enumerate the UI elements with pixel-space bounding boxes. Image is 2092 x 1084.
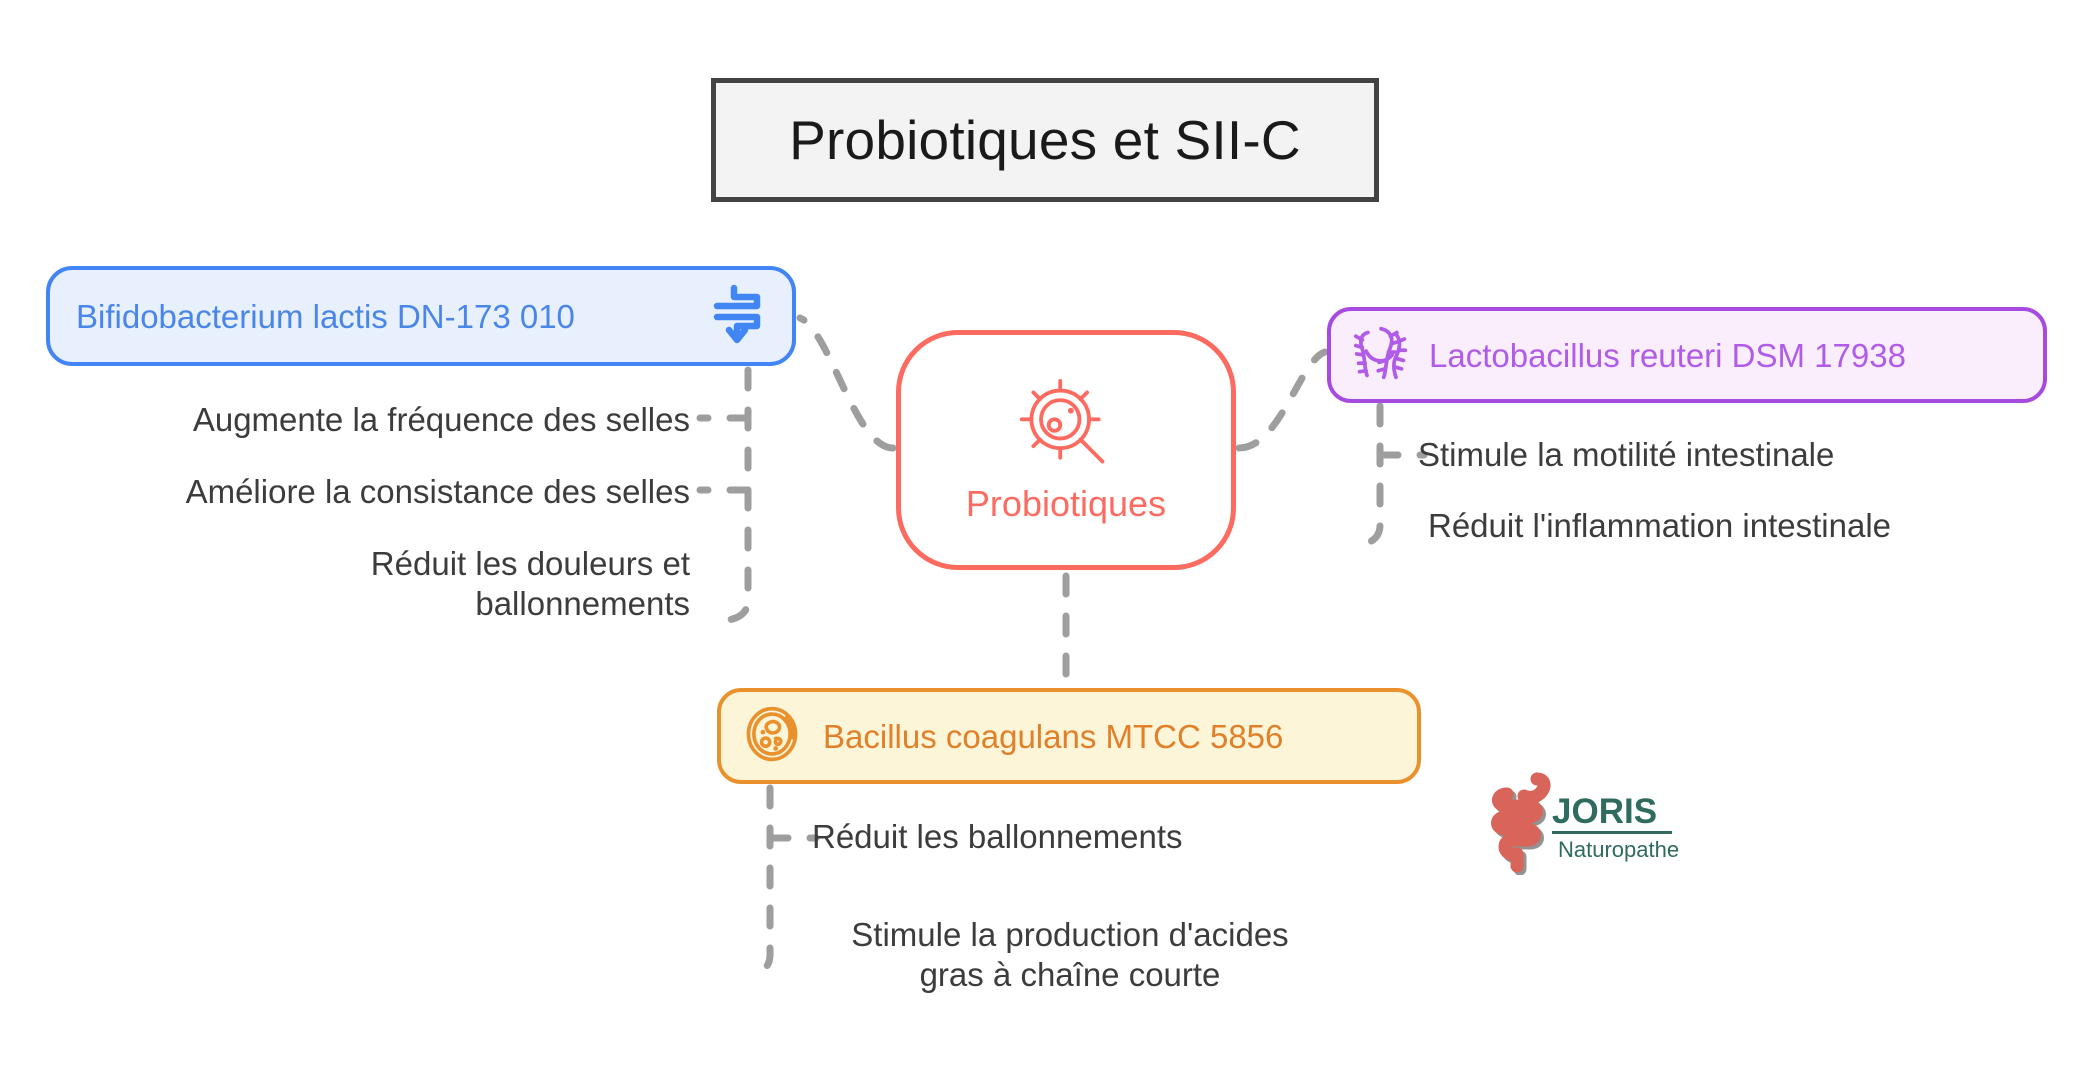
center-node-label: Probiotiques xyxy=(965,482,1167,524)
microbe-magnifier-icon xyxy=(1018,378,1114,480)
leaf-bifidobacterium-3: Réduit les douleurs et ballonnements xyxy=(370,545,690,623)
logo-tagline-text: Naturopathe xyxy=(1558,837,1679,862)
leaf-reuteri-1: Stimule la motilité intestinale xyxy=(1418,436,1835,473)
branch-node-label-bifidobacterium: Bifidobacterium lactis DN-173 010 xyxy=(76,297,575,335)
leaf-bacillus-2: Stimule la production d'acides gras à ch… xyxy=(851,916,1289,994)
connector-center-to-bifidobacterium xyxy=(796,314,897,452)
page-title: Probiotiques et SII-C xyxy=(789,109,1301,171)
joris-naturopathe-logo: JORIS Naturopathe xyxy=(1480,765,1690,876)
leaf-bifidobacterium-1: Augmente la fréquence des selles xyxy=(192,401,690,438)
intestine-logo-icon xyxy=(1491,772,1551,876)
branch-node-bacillus-coagulans[interactable]: Bacillus coagulans MTCC 5856 xyxy=(717,688,1421,784)
leaf-bacillus-1: Réduit les ballonnements xyxy=(812,818,1183,855)
connector-bifido-spine xyxy=(724,366,752,624)
connector-reuteri-spine xyxy=(1356,402,1384,549)
leaf-bifidobacterium-2: Améliore la consistance des selles xyxy=(185,473,690,510)
center-node-probiotiques[interactable]: Probiotiques xyxy=(896,330,1236,570)
leaf-reuteri-2: Réduit l'inflammation intestinale xyxy=(1428,507,1892,544)
petri-dish-icon xyxy=(743,705,801,768)
branch-node-bifidobacterium[interactable]: Bifidobacterium lactis DN-173 010 xyxy=(46,266,796,366)
diagram-title-box: Probiotiques et SII-C xyxy=(711,78,1379,202)
branch-node-lactobacillus-reuteri[interactable]: Lactobacillus reuteri DSM 17938 xyxy=(1327,307,2047,403)
bacteria-cluster-icon xyxy=(1353,323,1409,388)
connector-center-to-reuteri xyxy=(1235,348,1329,452)
branch-node-label-lactobacillus-reuteri: Lactobacillus reuteri DSM 17938 xyxy=(1429,336,1906,374)
branch-node-label-bacillus-coagulans: Bacillus coagulans MTCC 5856 xyxy=(823,717,1284,755)
intestinal-transit-arrow-icon xyxy=(708,282,766,351)
logo-divider xyxy=(1552,831,1672,834)
connector-bacillus-spine xyxy=(746,784,774,979)
logo-brand-text: JORIS xyxy=(1552,792,1657,831)
